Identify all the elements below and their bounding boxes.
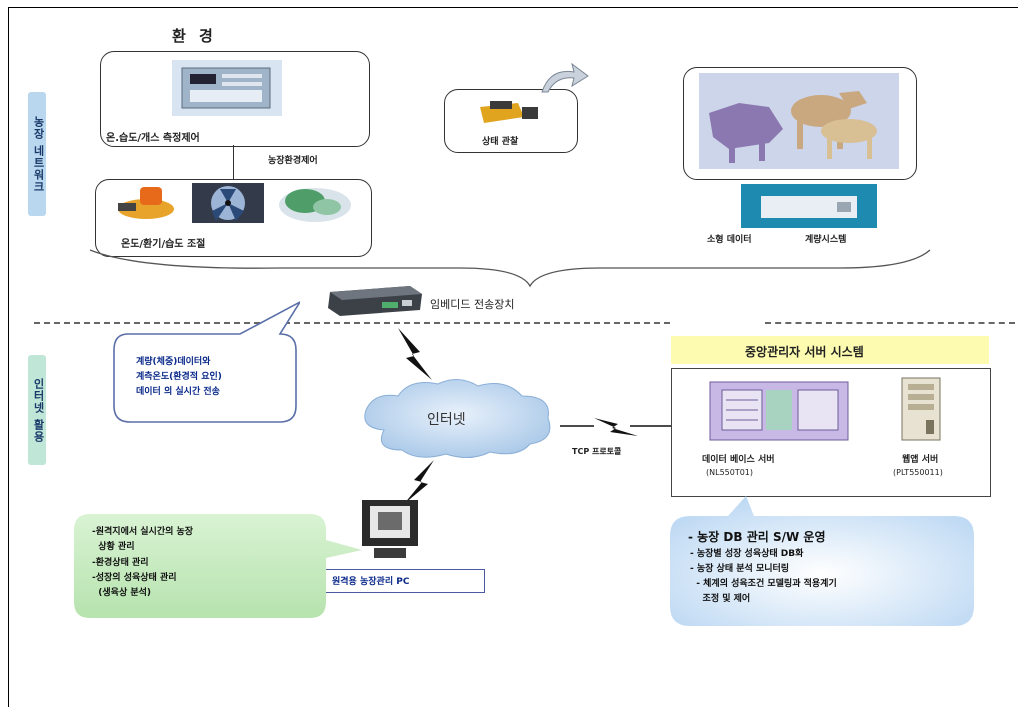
separator-line-right — [765, 322, 1015, 324]
transmit-callout-line-2: 계측온도(환경적 요인) — [136, 372, 222, 382]
sensor-label: 온.습도/개스 측정제어 — [106, 133, 200, 144]
remote-pc-label-box — [317, 569, 485, 593]
right-callout-line-1: - 농장별 성장 성육상태 DB화 — [690, 549, 804, 559]
scale-device-image — [741, 184, 877, 228]
frame-top — [8, 7, 1018, 8]
env-title: 환 경 — [172, 27, 217, 45]
left-callout-line-1: -원격지에서 실시간의 농장 — [92, 527, 194, 537]
embedded-device-image — [328, 286, 422, 316]
frame-left — [8, 7, 9, 707]
internet-tab: 인터넷 활용 — [28, 355, 46, 465]
right-callout-line-4: 조정 및 제어 — [690, 594, 751, 604]
right-callout-line-3: - 체계의 성육조건 모델링과 적용계기 — [690, 579, 837, 589]
embedded-label: 임베디드 전송장치 — [430, 298, 515, 311]
sensor-device-image — [172, 60, 282, 116]
status-box — [444, 89, 578, 153]
right-callout-line-2: - 농장 상태 분석 모니터링 — [690, 564, 790, 574]
server-title: 중앙관리자 서버 시스템 — [745, 345, 864, 359]
transmit-callout-line-1: 계량(체중)데이터와 — [136, 357, 211, 367]
internet-cloud — [364, 379, 551, 458]
db-server-model: (NL550T01) — [706, 468, 754, 477]
web-server-model: (PLT550011) — [893, 468, 943, 477]
transmit-callout-line-3: 데이터 의 실시간 전송 — [136, 387, 220, 397]
camera-icon — [480, 101, 538, 123]
left-callout-line-2: 상황 관리 — [92, 542, 135, 552]
remote-pc-label: 원격용 농장관리 PC — [332, 577, 410, 587]
heater-icon — [118, 187, 174, 219]
connector-vertical — [233, 145, 234, 179]
db-server-image — [709, 381, 849, 441]
humidifier-icon — [279, 188, 351, 222]
transmit-callout-shape — [113, 301, 300, 423]
cattle-image — [699, 73, 899, 169]
control-label: 온도/환기/습도 조절 — [121, 239, 206, 250]
lightning-link-bottom — [404, 460, 434, 504]
left-callout-line-3: -환경상태 관리 — [92, 558, 149, 568]
record-label: 소형 데이터 — [707, 235, 752, 245]
lightning-link-top — [398, 328, 432, 380]
db-server-label: 데이터 베이스 서버 — [702, 455, 775, 465]
lightning-link-right — [560, 418, 672, 436]
right-callout-shape — [670, 496, 974, 626]
signal-arrow-icon — [541, 62, 589, 93]
left-callout-line-5: (생육상 분석) — [92, 588, 152, 598]
farm-env-label: 농장환경제어 — [268, 156, 318, 166]
left-callout-shape — [74, 514, 362, 618]
internet-label: 인터넷 — [427, 412, 466, 428]
web-server-image — [901, 377, 941, 441]
server-title-bar — [671, 336, 989, 364]
separator-line-left — [34, 322, 670, 324]
fan-icon — [192, 183, 264, 223]
web-server-label: 웹앱 서버 — [902, 455, 939, 465]
right-callout-title: - 농장 DB 관리 S/W 운영 — [688, 530, 826, 544]
status-label: 상태 관찰 — [482, 137, 519, 147]
brace-curve — [89, 249, 931, 288]
remote-pc-image — [362, 500, 418, 558]
farm-network-tab: 농장 네트워크 — [28, 92, 46, 216]
tcp-label: TCP 프로토콜 — [572, 447, 622, 456]
left-callout-line-4: -성장의 성육상태 관리 — [92, 573, 177, 583]
measure-label: 계량시스템 — [805, 235, 847, 245]
